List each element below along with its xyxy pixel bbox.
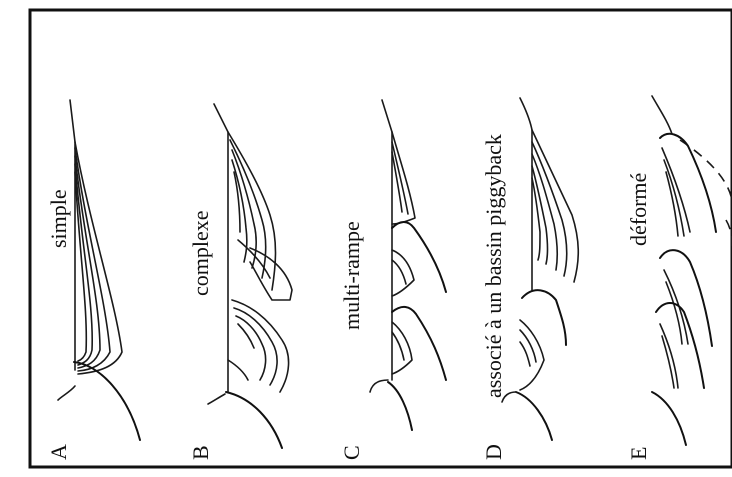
- panel-e-letter: E: [626, 447, 651, 460]
- panel-b-caption: complexe: [188, 210, 213, 296]
- panel-a-caption: simple: [46, 189, 71, 248]
- panel-c-sketch: [370, 100, 446, 430]
- panel-b-sketch: [208, 104, 292, 448]
- panel-a-letter: A: [46, 444, 71, 460]
- panel-b: complexe B: [188, 104, 292, 460]
- panel-d-sketch: [502, 98, 578, 440]
- panel-d-caption: associé à un bassin piggyback: [481, 134, 506, 398]
- panel-a: simple A: [46, 100, 140, 460]
- panel-c-caption: multi-rampe: [339, 221, 364, 330]
- panel-c-letter: C: [339, 445, 364, 460]
- panel-e-sketch: [652, 96, 732, 445]
- panel-a-sketch: [58, 100, 140, 440]
- panel-d: associé à un bassin piggyback D: [481, 98, 578, 460]
- panel-e-caption: déformé: [626, 173, 651, 246]
- panel-b-letter: B: [188, 445, 213, 460]
- panel-c: multi-rampe C: [339, 100, 446, 460]
- panel-e: déformé E: [626, 96, 732, 460]
- panel-d-letter: D: [481, 444, 506, 460]
